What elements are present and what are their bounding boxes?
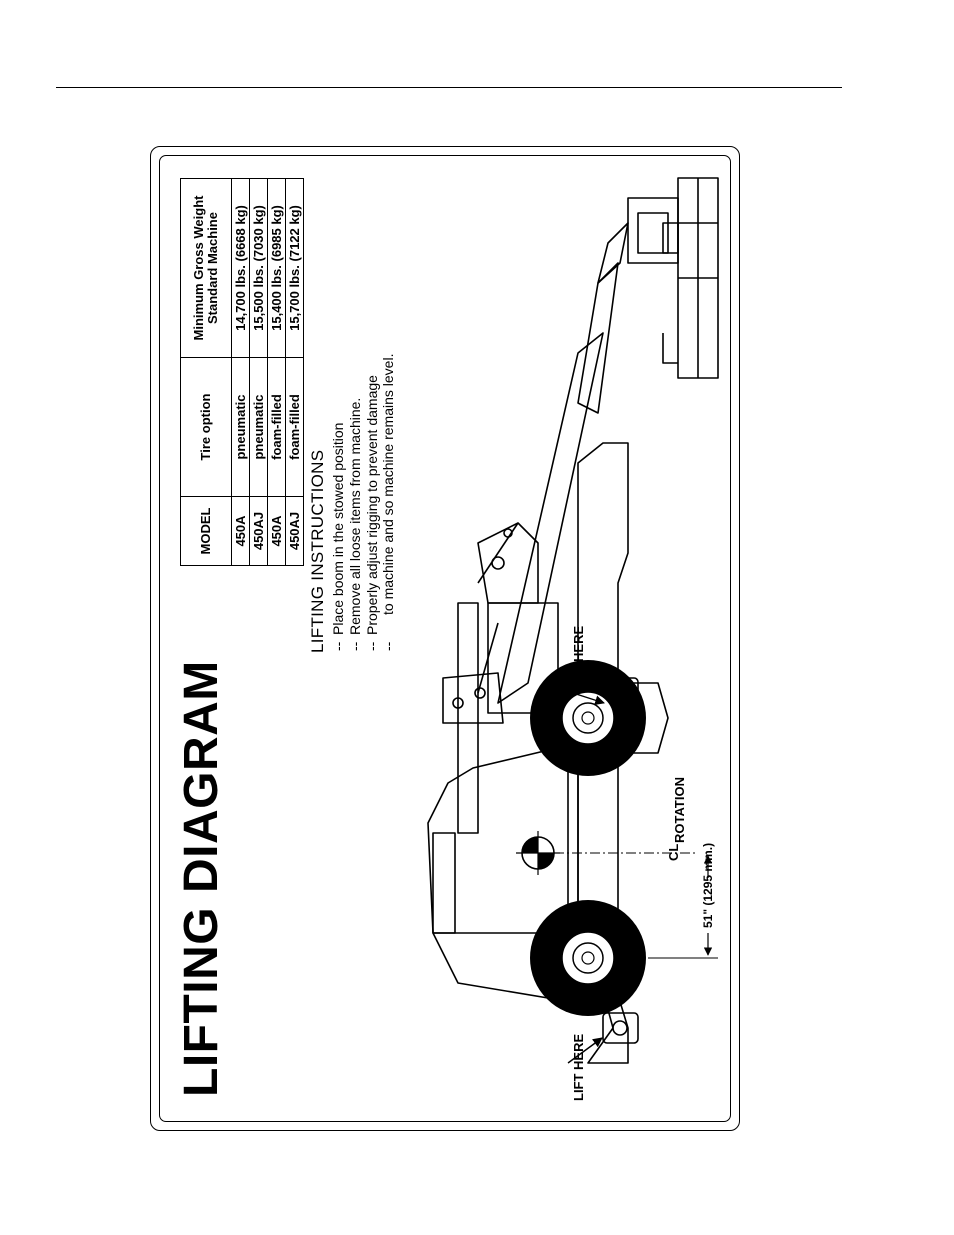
lift-lug-rear-hole [612, 1020, 628, 1036]
pivot-pin [452, 697, 464, 709]
placard-inner-border [159, 155, 731, 1122]
header-rule [56, 87, 842, 88]
lift-here-arrow-front [572, 692, 605, 705]
counterweight-block [432, 832, 456, 934]
pivot-plate [442, 672, 504, 724]
front-hub-cap [581, 711, 595, 725]
tower-link [477, 622, 499, 694]
tower-riser [457, 602, 479, 834]
rear-hub-cap [581, 951, 595, 965]
control-console [662, 222, 679, 254]
lift-here-label-rear: LIFT HERE [571, 1034, 586, 1101]
lift-lug-rear [602, 1012, 639, 1044]
jib-arm [597, 222, 629, 284]
lifting-diagram-placard [150, 146, 740, 1131]
machine-diagram: 51" (1295 mm.) CL ROTATION LIFT HERE LIF… [427, 177, 719, 1101]
platform-gate [662, 333, 678, 364]
platform-rotator-inner [637, 212, 669, 254]
dimension-label: 51" (1295 mm.) [701, 843, 715, 928]
lift-here-label-front: LIFT HERE [571, 626, 586, 693]
tower-pivot [503, 528, 513, 538]
main-boom [497, 332, 604, 704]
rotation-label: ROTATION [672, 777, 687, 843]
boom-tip-section [577, 262, 619, 414]
lift-here-arrow-rear [567, 1037, 603, 1064]
centerline-symbol: CL [666, 844, 681, 861]
cog-quadrant [538, 853, 554, 869]
tower-pivot [491, 556, 505, 570]
placard-content: LIFTING DIAGRAM MODEL Tire option Minimu… [158, 154, 732, 1123]
tower-head-plate [477, 522, 539, 604]
cog-quadrant [522, 837, 538, 853]
pivot-pin [474, 687, 486, 699]
